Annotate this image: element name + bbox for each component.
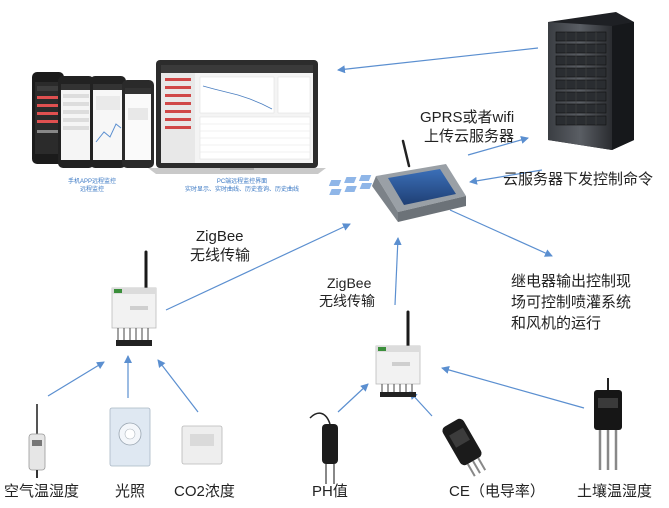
arrow-server-to-gateway xyxy=(469,169,543,185)
cloud-server-illustration xyxy=(548,12,634,150)
zigbee-node-middle-illustration xyxy=(375,310,421,397)
zigbee-left-line1: ZigBee xyxy=(196,228,244,245)
light-sensor-illustration xyxy=(109,407,151,467)
arrow-co2-to-node1 xyxy=(157,359,199,413)
sensor-label-soil: 土壤温湿度 xyxy=(577,483,653,500)
ph-sensor-illustration xyxy=(309,412,338,484)
arrow-node1-to-gateway xyxy=(165,223,351,311)
upload-label-line2: 上传云服务器 xyxy=(424,128,515,145)
relay-label-line2: 场可控制喷灌系统 xyxy=(511,294,632,311)
arrow-gateway-to-server xyxy=(467,136,529,156)
sensor-label-ph: PH值 xyxy=(312,483,348,500)
touchscreen-gateway-illustration xyxy=(328,139,466,222)
arrow-air-to-node1 xyxy=(47,361,105,397)
connection-arrows xyxy=(47,47,585,417)
zigbee-left-line2: 无线传输 xyxy=(190,247,251,264)
arrow-gateway-to-relay xyxy=(449,209,553,257)
zigbee-node-left-illustration xyxy=(111,250,157,346)
soil-sensor-illustration xyxy=(594,378,622,470)
co2-sensor-illustration xyxy=(181,425,223,465)
sensor-label-light: 光照 xyxy=(115,483,146,500)
arrow-ph-to-node2 xyxy=(337,383,369,413)
arrow-node2-to-gateway xyxy=(393,237,402,306)
relay-label-line3: 和风机的运行 xyxy=(511,315,602,332)
upload-label-line1: GPRS或者wifi xyxy=(420,109,515,126)
phone-caption-line1: 手机APP远程监控 xyxy=(67,179,116,185)
command-label: 云服务器下发控制命令 xyxy=(503,171,654,188)
sensor-label-ce: CE（电导率） xyxy=(449,483,545,500)
arrow-soil-to-node2 xyxy=(441,366,585,409)
ce-sensor-illustration xyxy=(442,418,487,477)
sensor-label-air: 空气温湿度 xyxy=(4,483,80,500)
pc-caption-line1: PC端远程监控界面 xyxy=(216,179,268,185)
arrow-server-to-pc xyxy=(337,47,539,74)
zigbee-mid-line2: 无线传输 xyxy=(319,293,375,309)
sensor-label-co2: CO2浓度 xyxy=(174,483,235,500)
phone-caption-line2: 远程监控 xyxy=(79,187,104,193)
phone-app-illustration xyxy=(32,72,154,168)
relay-label-line1: 继电器输出控制现 xyxy=(511,273,632,290)
air-sensor-illustration xyxy=(28,404,46,478)
pc-caption-line2: 实时显示、实时曲线、历史查询、历史曲线 xyxy=(184,187,299,193)
zigbee-mid-line1: ZigBee xyxy=(327,275,372,291)
pc-monitor-illustration xyxy=(148,60,326,174)
